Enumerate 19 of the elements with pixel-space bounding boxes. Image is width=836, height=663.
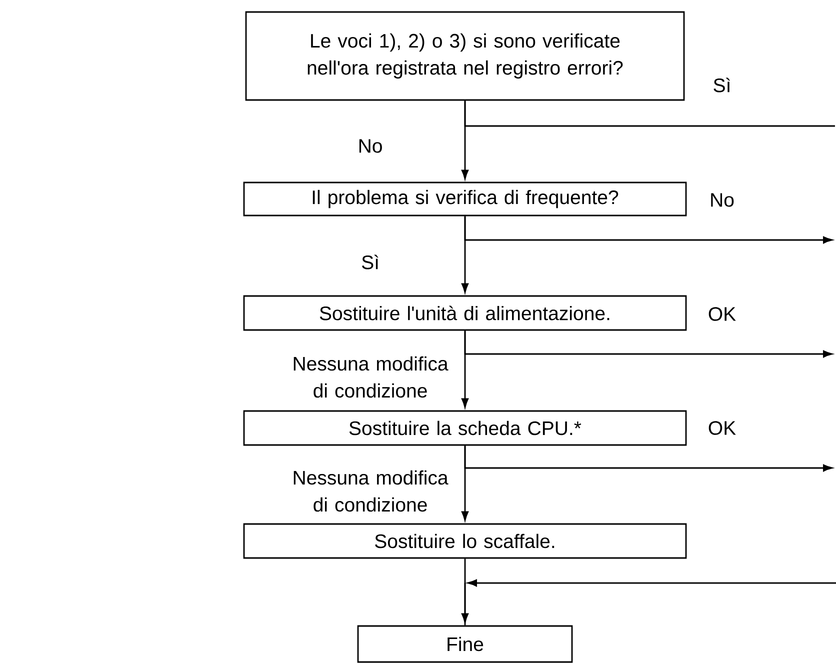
- edge-label: No: [359, 139, 382, 153]
- edge-label: Nessuna modifica di condizione: [294, 470, 448, 512]
- process-box: Le voci 1), 2) o 3) si sono verificate nell'ora registrata nel registro errori?: [245, 11, 685, 101]
- arrow: [461, 558, 469, 623]
- arrow: [464, 216, 832, 244]
- edge-label: OK: [708, 421, 736, 435]
- edge-label: OK: [708, 307, 736, 321]
- process-box: Sostituire l'unità di alimentazione.: [243, 295, 687, 331]
- process-box: Fine: [357, 625, 573, 663]
- edge-label: No: [711, 193, 734, 207]
- edge-label: Sì: [362, 254, 378, 270]
- edge-label: Sì: [714, 78, 730, 92]
- process-box: Sostituire la scheda CPU.*: [243, 410, 687, 446]
- process-box: Il problema si verifica di frequente?: [243, 182, 687, 216]
- arrow: [464, 446, 832, 472]
- arrow: [468, 579, 836, 587]
- process-box: Sostituire lo scaffale.: [243, 523, 687, 559]
- edge-label: Nessuna modifica di condizione: [294, 356, 448, 398]
- arrow: [464, 330, 832, 358]
